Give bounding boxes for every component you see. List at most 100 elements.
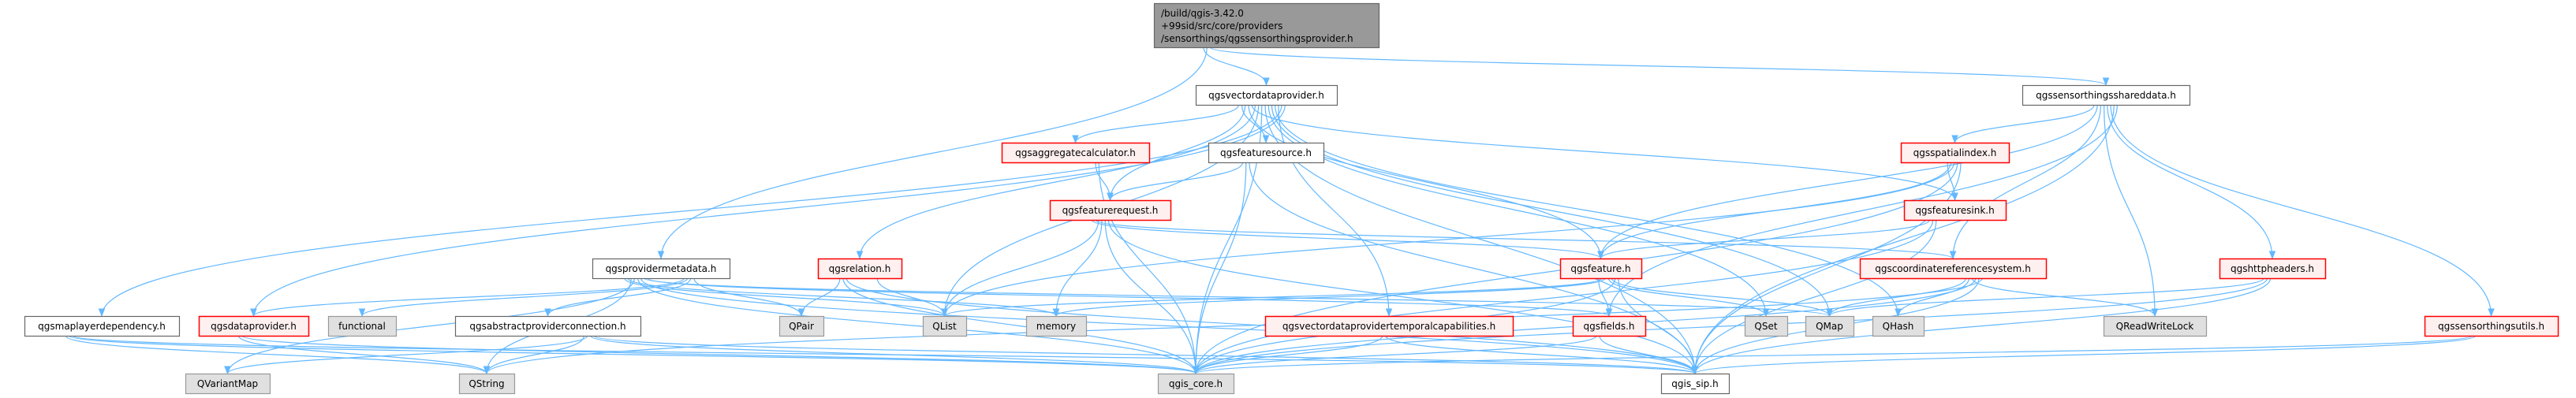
- node-box[interactable]: [592, 258, 731, 280]
- node-qlist[interactable]: QList: [922, 315, 968, 337]
- node-box[interactable]: [24, 315, 181, 337]
- edge-fsink-to-core: [1192, 219, 1934, 375]
- edge-vdp-to-fsource: [1241, 104, 1270, 144]
- node-memory[interactable]: memory: [1025, 315, 1088, 337]
- node-fsource[interactable]: qgsfeaturesource.h: [1208, 142, 1325, 164]
- node-box[interactable]: [778, 315, 825, 337]
- node-label: qgis_core.h: [1169, 378, 1223, 389]
- node-box[interactable]: [1903, 199, 2007, 221]
- edge-fields-to-core: [1192, 335, 1597, 375]
- node-box[interactable]: [1195, 84, 1338, 106]
- node-box[interactable]: [1001, 142, 1151, 164]
- edge-spidx-to-qlist: [941, 162, 1955, 318]
- node-box[interactable]: [458, 373, 516, 395]
- edge-fsink-to-sip: [1691, 219, 1937, 375]
- node-feature[interactable]: qgsfeature.h: [1559, 258, 1643, 280]
- node-label: qgshttpheaders.h: [2231, 263, 2314, 274]
- node-sip[interactable]: qgis_sip.h: [1660, 373, 1730, 395]
- root-title-line: +99sid/src/core/providers: [1161, 20, 1282, 32]
- node-label: QMap: [1816, 321, 1843, 332]
- node-box[interactable]: [454, 315, 642, 337]
- node-box[interactable]: [1559, 258, 1643, 280]
- node-root[interactable]: /build/qgis-3.42.0+99sid/src/core/provid…: [1153, 2, 1380, 49]
- node-box[interactable]: [1572, 315, 1647, 337]
- node-vdp[interactable]: qgsvectordataprovider.h: [1195, 84, 1338, 106]
- node-fsink[interactable]: qgsfeaturesink.h: [1903, 199, 2007, 221]
- node-box[interactable]: [1744, 315, 1789, 337]
- edge-crs-to-qhash: [1895, 277, 1969, 318]
- node-qmap[interactable]: QMap: [1805, 315, 1855, 337]
- node-label: qgis_sip.h: [1671, 378, 1718, 389]
- node-box[interactable]: [1660, 373, 1730, 395]
- node-box[interactable]: [2022, 84, 2191, 106]
- edge-root-to-vdp: [1203, 46, 1270, 87]
- node-label: QSet: [1754, 321, 1777, 332]
- node-box[interactable]: [1900, 142, 2010, 164]
- node-freq[interactable]: qgsfeaturerequest.h: [1049, 199, 1172, 221]
- node-spidx[interactable]: qgsspatialindex.h: [1900, 142, 2010, 164]
- root-title-line: /sensorthings/qgssensorthingsprovider.h: [1161, 33, 1353, 44]
- node-box[interactable]: [922, 315, 968, 337]
- node-label: qgsspatialindex.h: [1913, 147, 1997, 158]
- node-box[interactable]: [817, 258, 903, 280]
- node-provmeta[interactable]: qgsprovidermetadata.h: [592, 258, 731, 280]
- edge-feature-to-qset: [1607, 277, 1770, 318]
- node-box[interactable]: [1153, 2, 1380, 49]
- edge-dataprov-to-qstring: [238, 335, 491, 375]
- edge-relation-to-core: [842, 277, 1200, 375]
- edge-freq-to-feature: [1091, 219, 1604, 260]
- node-label: QReadWriteLock: [2116, 321, 2194, 332]
- node-http[interactable]: qgshttpheaders.h: [2219, 258, 2327, 280]
- node-box[interactable]: [2424, 315, 2559, 337]
- node-dataprov[interactable]: qgsdataprovider.h: [198, 315, 310, 337]
- edge-vdp-to-relation: [856, 104, 1256, 260]
- node-box[interactable]: [2103, 315, 2208, 337]
- node-qset[interactable]: QSet: [1744, 315, 1789, 337]
- node-label: QHash: [1883, 321, 1914, 332]
- node-box[interactable]: [1025, 315, 1088, 337]
- root-title-line: /build/qgis-3.42.0: [1161, 8, 1244, 19]
- node-shared[interactable]: qgssensorthingsshareddata.h: [2022, 84, 2191, 106]
- edge-utils-to-core: [1193, 335, 2473, 375]
- node-box[interactable]: [1049, 199, 1172, 221]
- edge-http-to-core: [1192, 277, 2268, 375]
- edge-vdp-to-fsink: [1251, 104, 1958, 202]
- node-label: QString: [469, 378, 504, 389]
- edge-absconn-to-qstring: [483, 335, 584, 375]
- node-relation[interactable]: qgsrelation.h: [817, 258, 903, 280]
- node-qpair[interactable]: QPair: [778, 315, 825, 337]
- node-qrwlock[interactable]: QReadWriteLock: [2103, 315, 2208, 337]
- edge-provmeta-to-sip: [640, 277, 1699, 375]
- edge-shared-to-sip: [1691, 104, 2115, 375]
- node-box[interactable]: [327, 315, 398, 337]
- node-utils[interactable]: qgssensorthingsutils.h: [2424, 315, 2559, 337]
- node-box[interactable]: [1157, 373, 1235, 395]
- node-box[interactable]: [1208, 142, 1325, 164]
- edge-aggcalc-to-core: [1098, 162, 1200, 375]
- node-core[interactable]: qgis_core.h: [1157, 373, 1235, 395]
- edge-absconn-to-sip: [593, 335, 1698, 375]
- node-tempcaps[interactable]: qgsvectordataprovidertemporalcapabilitie…: [1264, 315, 1514, 337]
- edge-http-to-qmap: [1826, 277, 2264, 318]
- node-box[interactable]: [198, 315, 310, 337]
- node-box[interactable]: [1805, 315, 1855, 337]
- node-absconn[interactable]: qgsabstractproviderconnection.h: [454, 315, 642, 337]
- node-mldep[interactable]: qgsmaplayerdependency.h: [24, 315, 181, 337]
- node-qvmap[interactable]: QVariantMap: [185, 373, 271, 395]
- edge-feature-to-sip: [1618, 277, 1699, 375]
- edge-provmeta-to-dataprov: [250, 277, 685, 318]
- node-qstring[interactable]: QString: [458, 373, 516, 395]
- edge-provmeta-to-fields: [647, 277, 1612, 318]
- node-aggcalc[interactable]: qgsaggregatecalculator.h: [1001, 142, 1151, 164]
- node-box[interactable]: [185, 373, 271, 395]
- node-functional[interactable]: functional: [327, 315, 398, 337]
- node-box[interactable]: [1264, 315, 1514, 337]
- node-qhash[interactable]: QHash: [1872, 315, 1925, 337]
- node-box[interactable]: [1872, 315, 1925, 337]
- node-box[interactable]: [1859, 258, 2048, 280]
- node-box[interactable]: [2219, 258, 2327, 280]
- node-fields[interactable]: qgsfields.h: [1572, 315, 1647, 337]
- edge-absconn-to-qvmap: [224, 335, 588, 375]
- node-crs[interactable]: qgscoordinatereferencesystem.h: [1859, 258, 2048, 280]
- edge-provmeta-to-qlist: [624, 277, 948, 318]
